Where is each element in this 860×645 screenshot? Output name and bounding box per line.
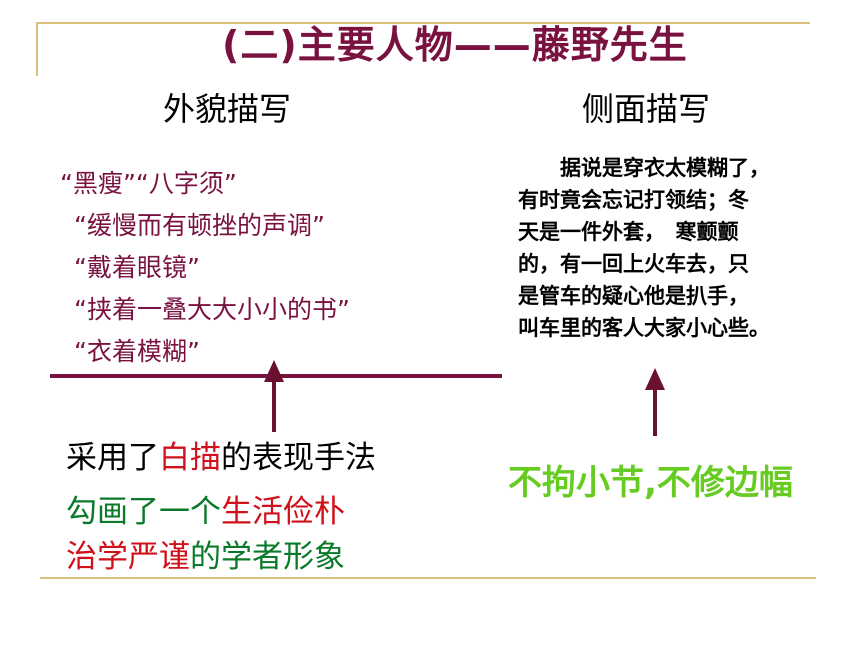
side-description-text: 据说是穿衣太模糊了， 有时竟会忘记打领结；冬 天是一件外套， 寒颤颤 的，有一回… (518, 152, 858, 344)
appearance-heading: 外貌描写 (163, 90, 292, 128)
conclusion-text: 勾画了一个 (66, 494, 221, 530)
side-line: 是管车的疑心他是扒手， (518, 284, 749, 308)
conclusion-highlight: 治学严谨 (66, 539, 190, 575)
side-line: 据说是穿衣太模糊了， (518, 156, 770, 180)
left-rule (36, 22, 38, 76)
conclusion-text: 的表现手法 (221, 440, 376, 476)
slide-title: (二)主要人物——藤野先生 (222, 23, 688, 67)
quote-line: “挟着一叠大大小小的书” (74, 295, 350, 324)
quote-line: “黑瘦”“八字须” (60, 169, 237, 198)
conclusion-highlight: 白描 (159, 440, 221, 476)
side-line: 天是一件外套， 寒颤颤 (518, 220, 739, 244)
quote-line: “缓慢而有顿挫的声调” (74, 211, 325, 240)
quote-line: “戴着眼镜” (74, 253, 200, 282)
bottom-rule (40, 577, 816, 579)
quote-line: “衣着模糊” (74, 337, 200, 366)
right-up-arrow-icon (645, 368, 665, 436)
conclusion-highlight: 生活俭朴 (221, 494, 345, 530)
conclusion-line-2: 勾画了一个生活俭朴 (66, 490, 345, 535)
side-line: 叫车里的客人大家小心些。 (518, 316, 770, 340)
side-line: 的，有一回上火车去，只 (518, 252, 749, 276)
side-description-heading: 侧面描写 (582, 90, 711, 128)
conclusion-text: 的学者形象 (190, 539, 345, 575)
conclusion-line-3: 治学严谨的学者形象 (66, 535, 345, 580)
conclusion-text: 采用了 (66, 440, 159, 476)
trait-summary: 不拘小节,不修边幅 (508, 463, 793, 503)
left-up-arrow-icon (264, 360, 284, 432)
top-rule (38, 22, 810, 24)
side-line: 有时竟会忘记打领结；冬 (518, 188, 749, 212)
appearance-quotes: “黑瘦”“八字须” “缓慢而有顿挫的声调” “戴着眼镜” “挟着一叠大大小小的书… (60, 163, 350, 373)
conclusion-line-1: 采用了白描的表现手法 (66, 436, 376, 481)
